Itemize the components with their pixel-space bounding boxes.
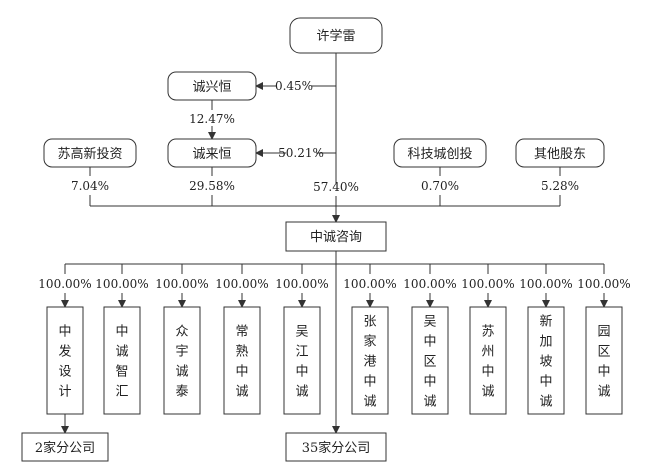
subsidiary-5: 100.00% 吴江中诚 <box>275 264 329 415</box>
subsidiary-box <box>411 306 449 415</box>
node-sugaoxin: 苏高新投资 <box>43 138 137 168</box>
subsidiary-pct: 100.00% <box>275 277 328 291</box>
subsidiary-2: 100.00% 中诚智汇 <box>95 264 149 415</box>
xu-label: 许学雷 <box>316 28 355 44</box>
node-chenglaiheng: 诚来恒 <box>167 138 257 168</box>
subsidiary-name: 新加坡中诚 <box>539 314 552 410</box>
node-branch2: 2家分公司 <box>21 432 109 462</box>
pct-sugaoxin: 7.04% <box>71 179 109 193</box>
subsidiary-box <box>283 306 321 415</box>
subsidiary-8: 100.00% 苏州中诚 <box>461 264 515 415</box>
subsidiary-pct: 100.00% <box>519 277 572 291</box>
subsidiary-name: 吴江中诚 <box>295 325 308 400</box>
sugaoxin-box <box>43 138 137 168</box>
subsidiary-box <box>103 306 141 415</box>
subsidiary-name: 园区中诚 <box>597 325 610 400</box>
branch35-box <box>285 432 387 462</box>
chenglaiheng-label: 诚来恒 <box>192 147 231 162</box>
subsidiary-pct: 100.00% <box>343 277 396 291</box>
connectors <box>61 53 604 434</box>
subsidiary-name: 中诚智汇 <box>115 325 128 400</box>
subsidiary-name: 张家港中诚 <box>363 315 376 410</box>
subsidiary-pct: 100.00% <box>155 277 208 291</box>
subsidiary-box <box>527 306 565 415</box>
node-chengxingheng: 诚兴恒 <box>167 71 257 101</box>
subsidiary-name: 常熟中诚 <box>235 325 248 400</box>
subsidiary-box <box>469 306 507 415</box>
subsidiary-pct: 100.00% <box>95 277 148 291</box>
subsidiary-9: 100.00% 新加坡中诚 <box>519 264 573 415</box>
subsidiary-box <box>351 306 389 415</box>
subsidiary-pct: 100.00% <box>215 277 268 291</box>
subsidiary-name: 众宇诚泰 <box>175 325 188 400</box>
subsidiary-3: 100.00% 众宇诚泰 <box>155 264 209 415</box>
sugaoxin-label: 苏高新投资 <box>57 146 122 162</box>
pct-xu: 57.40% <box>313 180 359 194</box>
subsidiary-pct: 100.00% <box>577 277 630 291</box>
subsidiary-7: 100.00% 吴中区中诚 <box>403 264 457 415</box>
node-kejicheng: 科技城创投 <box>393 138 487 168</box>
branch2-box <box>21 432 109 462</box>
chengxingheng-label: 诚兴恒 <box>192 80 231 95</box>
pct-laiheng: 29.58% <box>189 179 235 193</box>
subsidiary-pct: 100.00% <box>403 277 456 291</box>
zhongcheng-box <box>285 221 387 252</box>
subsidiary-pct: 100.00% <box>38 277 91 291</box>
branch2-label: 2家分公司 <box>35 440 95 456</box>
node-zhongcheng: 中诚咨询 <box>285 221 387 252</box>
subsidiary-name: 苏州中诚 <box>481 324 494 400</box>
chenglaiheng-box <box>167 138 257 168</box>
subsidiary-name: 吴中区中诚 <box>423 315 436 410</box>
node-qita: 其他股东 <box>515 138 605 168</box>
subsidiary-1: 100.00% 中发设计 <box>38 264 92 415</box>
subsidiary-6: 100.00% 张家港中诚 <box>343 264 397 415</box>
subsidiary-10: 100.00% 园区中诚 <box>577 264 631 415</box>
pct-xu-laiheng: 50.21% <box>278 146 324 160</box>
pct-kejicheng: 0.70% <box>421 179 459 193</box>
subsidiary-pct: 100.00% <box>461 277 514 291</box>
subsidiary-box <box>46 306 84 415</box>
subsidiary-box <box>163 306 201 415</box>
subsidiary-4: 100.00% 常熟中诚 <box>215 264 269 415</box>
pct-xu-xingheng: 0.45% <box>275 79 313 93</box>
qita-box <box>515 138 605 168</box>
node-xu: 许学雷 <box>289 17 383 54</box>
subsidiary-box <box>585 306 623 415</box>
zhongcheng-label: 中诚咨询 <box>310 230 362 245</box>
subsidiary-name: 中发设计 <box>58 325 71 400</box>
kejicheng-box <box>393 138 487 168</box>
chengxingheng-box <box>167 71 257 101</box>
branch35-label: 35家分公司 <box>302 440 371 456</box>
subsidiary-box <box>223 306 261 415</box>
node-branch35: 35家分公司 <box>285 432 387 462</box>
percent-labels: 0.45% 12.47% 50.21% 7.04% 29.58% 57.40% … <box>71 79 579 194</box>
xu-box <box>289 17 383 54</box>
kejicheng-label: 科技城创投 <box>407 146 472 162</box>
pct-qita: 5.28% <box>541 179 579 193</box>
pct-xingheng-laiheng: 12.47% <box>189 112 235 126</box>
qita-label: 其他股东 <box>534 147 586 162</box>
subsidiaries-group: 100.00%中发设计100.00%中诚智汇100.00%众宇诚泰100.00%… <box>38 264 631 415</box>
